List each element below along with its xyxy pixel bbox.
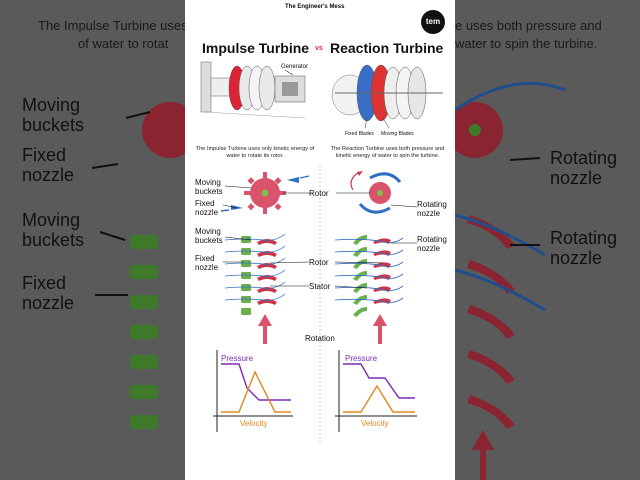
rotor-label: Rotor	[309, 189, 329, 198]
rotor-label-2: Rotor	[309, 258, 329, 267]
bg-label-fixed-nozzle-2: Fixed nozzle	[22, 273, 75, 313]
moving-bucket	[257, 299, 277, 305]
flow-line	[224, 257, 286, 265]
fixed-blade	[353, 283, 367, 293]
fixed-nozzle-label: Fixed nozzle	[195, 199, 219, 217]
moving-blades-label: Moving Blades	[381, 131, 414, 137]
title-reaction-turbine: Reaction Turbine	[330, 40, 444, 56]
flow-line	[224, 233, 286, 241]
pressure-label-impulse: Pressure	[221, 354, 254, 363]
impulse-rotation-arrow	[263, 322, 267, 344]
stator-blade	[241, 308, 251, 315]
moving-buckets-label-2: Moving buckets	[195, 227, 223, 245]
rotating-nozzle-label-2: Rotating nozzle	[417, 235, 447, 253]
fixed-nozzle-label-2: Fixed nozzle	[195, 254, 219, 272]
bg-label-fixed-nozzle-1: Fixed nozzle	[22, 145, 75, 185]
moving-bucket	[257, 287, 277, 293]
turbine-diagram	[200, 61, 443, 445]
bg-top-right-text-2: water to spin the turbine.	[455, 36, 598, 51]
bg-rotor-left	[142, 102, 198, 158]
stator-blade	[241, 260, 251, 267]
stator-blade	[241, 296, 251, 303]
flow-line	[334, 249, 404, 255]
impulse-graph	[213, 350, 293, 432]
impulse-stages	[224, 233, 286, 315]
flow-line	[334, 297, 404, 303]
vs-label: vs	[315, 45, 323, 52]
flow-line	[334, 261, 404, 267]
flow-line	[224, 293, 286, 301]
fixed-blade	[353, 235, 367, 245]
bg-label-moving-buckets-2: Moving buckets	[22, 210, 85, 250]
pressure-label-reaction: Pressure	[345, 354, 378, 363]
infographic-card: The Engineer's Mess tem Impulse Turbine …	[185, 0, 455, 480]
velocity-label-reaction: Velocity	[361, 419, 389, 428]
flow-line	[334, 237, 404, 243]
flow-line	[334, 285, 404, 291]
reaction-rotation-arrow	[378, 322, 382, 344]
moving-buckets-label: Moving buckets	[195, 178, 223, 196]
reaction-caption: The Reaction Turbine uses both pressure …	[330, 146, 445, 159]
moving-bucket	[257, 275, 277, 281]
stator-blade	[241, 248, 251, 255]
impulse-caption: The Impulse Turbine uses only kinetic en…	[195, 146, 315, 159]
bg-top-left-text: The Impulse Turbine uses	[38, 18, 188, 33]
bg-top-left-text-2: of water to rotat	[78, 36, 169, 51]
stator-blade	[241, 284, 251, 291]
fixed-blade	[353, 247, 367, 257]
title-impulse-turbine: Impulse Turbine	[202, 40, 310, 56]
bg-label-rotating-nozzle-1: Rotating nozzle	[550, 148, 618, 188]
brand-name: The Engineer's Mess	[285, 4, 345, 10]
fixed-blade	[353, 271, 367, 281]
flow-line	[224, 269, 286, 277]
rotation-label: Rotation	[305, 334, 335, 343]
bg-label-moving-buckets-1: Moving buckets	[22, 95, 85, 135]
reaction-stages	[334, 235, 404, 317]
fixed-blade	[353, 259, 367, 269]
flow-line	[224, 281, 286, 289]
moving-bucket	[257, 251, 277, 257]
moving-bucket	[257, 263, 277, 269]
fixed-blade	[353, 295, 367, 305]
rotating-nozzle-label: Rotating nozzle	[417, 200, 447, 218]
reaction-turbine-illustration	[331, 64, 443, 129]
generator-label: Generator	[281, 64, 309, 70]
impulse-turbine-illustration	[200, 61, 306, 119]
impulse-rotor	[220, 172, 310, 214]
bg-top-right-text: e uses both pressure and	[455, 18, 602, 33]
moving-bucket	[257, 239, 277, 245]
reaction-graph	[335, 350, 417, 432]
fixed-blades-label: Fixed Blades	[345, 131, 374, 137]
reaction-rotor	[350, 171, 402, 214]
fixed-blade	[353, 307, 367, 317]
flow-line	[334, 273, 404, 279]
stator-label: Stator	[309, 282, 331, 291]
bg-label-rotating-nozzle-2: Rotating nozzle	[550, 228, 618, 268]
stator-blade	[241, 272, 251, 279]
flow-line	[224, 245, 286, 253]
velocity-label-impulse: Velocity	[240, 419, 268, 428]
brand-logo: tem	[421, 10, 445, 34]
